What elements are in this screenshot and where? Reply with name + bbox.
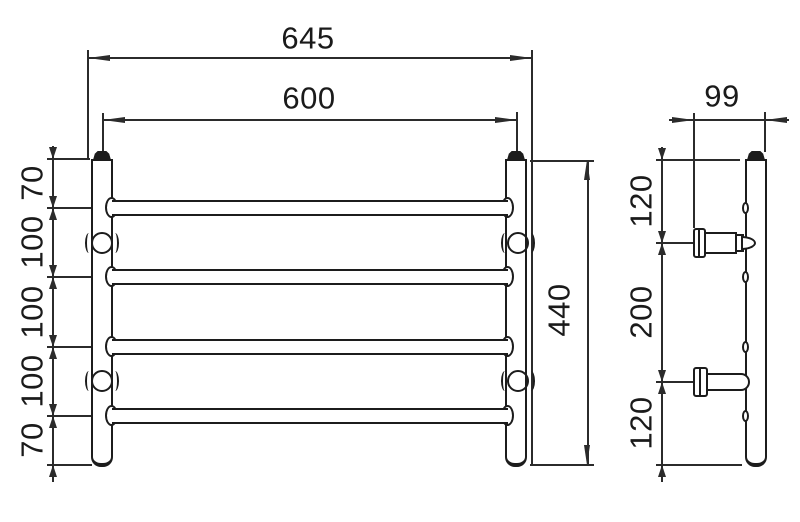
dim-height-arrow-top (584, 160, 590, 180)
chain-front-arrow (49, 208, 57, 220)
chain-front-arrow (49, 196, 57, 208)
chain-side-stub (656, 242, 694, 244)
bracket-arm (706, 373, 750, 391)
chain-front-stub (47, 276, 100, 278)
side-post (745, 159, 767, 467)
bracket-front-bottom-right (507, 370, 529, 392)
dim-rail-length-ext-right (516, 112, 518, 153)
side-post-cap (747, 151, 765, 160)
chain-side-label-120-top: 120 (623, 174, 659, 228)
bracket-arc (501, 233, 509, 253)
bracket-arc (501, 371, 509, 391)
chain-front-arrow (49, 416, 57, 428)
bracket-flange-line (699, 369, 701, 395)
dim-rail-length-arrow-left (103, 117, 125, 123)
dim-overall-width-ext-right (531, 50, 533, 465)
dim-overall-width-arrow-left (88, 55, 110, 61)
chain-side-arrow (658, 370, 666, 382)
side-bar3-end (742, 341, 749, 353)
dim-height-ext-bottom (530, 464, 594, 466)
chain-front-stub (47, 158, 90, 160)
chain-side-arrow (658, 231, 666, 243)
bracket-flange-line (698, 230, 700, 256)
chain-side-label-200: 200 (623, 285, 659, 339)
chain-front-label-70-top: 70 (14, 165, 50, 201)
bracket-body (704, 232, 737, 254)
chain-front-arrow (49, 335, 57, 347)
chain-side-stub (656, 381, 694, 383)
dim-overall-width-line (88, 57, 532, 59)
dim-overall-width-ext-left (87, 50, 89, 160)
bracket-arc (111, 371, 119, 391)
dim-height-arrow-bottom (584, 445, 590, 465)
chain-front-arrow (49, 277, 57, 289)
dim-depth-label: 99 (704, 78, 740, 114)
front-left-post-cap (93, 151, 111, 160)
dim-depth-arrow-right (765, 117, 787, 123)
chain-front-line (52, 146, 54, 482)
dim-height-line (587, 160, 589, 465)
chain-front-label-70-bottom: 70 (14, 422, 50, 458)
bar3 (112, 339, 508, 355)
chain-side-arrow (658, 243, 666, 255)
dim-depth-line (669, 119, 789, 121)
front-right-post-cap (507, 151, 525, 160)
chain-front-arrow (49, 404, 57, 416)
side-bar2-end (742, 271, 749, 283)
bracket-front-top-left (91, 232, 113, 254)
dim-rail-length-arrow-right (495, 117, 517, 123)
bar1 (112, 200, 508, 216)
dim-depth-ext-left (693, 113, 695, 228)
chain-front-label-100-c: 100 (14, 354, 50, 408)
bracket-dome (741, 236, 756, 250)
bracket-arc (527, 371, 535, 391)
bracket-arc (85, 371, 93, 391)
chain-front-label-100-b: 100 (14, 285, 50, 339)
bracket-arc (85, 233, 93, 253)
bracket-front-bottom-left (91, 370, 113, 392)
chain-front-stub (47, 207, 100, 209)
bracket-arc (527, 233, 535, 253)
chain-side-arrow (658, 382, 666, 394)
chain-side-stub (656, 464, 742, 466)
dim-overall-width-label: 645 (281, 20, 335, 56)
chain-front-arrow (49, 347, 57, 359)
chain-side-label-120-bottom: 120 (623, 396, 659, 450)
chain-side-stub (656, 159, 740, 161)
dim-depth-arrow-left (672, 117, 694, 123)
dim-height-ext-top (530, 160, 594, 162)
chain-front-label-100-a: 100 (14, 215, 50, 269)
chain-side-arrow (658, 465, 666, 477)
chain-front-stub (47, 346, 100, 348)
chain-side-arrow (658, 148, 666, 160)
dim-rail-length-label: 600 (282, 80, 336, 116)
dim-rail-length-ext-left (102, 113, 104, 157)
chain-front-arrow (49, 147, 57, 159)
side-bar1-end (742, 202, 749, 214)
chain-front-stub (47, 464, 92, 466)
dim-depth-ext-right (764, 112, 766, 152)
chain-front-arrow (49, 265, 57, 277)
chain-front-stub (47, 415, 100, 417)
chain-front-arrow (49, 465, 57, 477)
dim-rail-length-line (103, 119, 517, 121)
bar4 (112, 408, 508, 424)
bracket-front-top-right (507, 232, 529, 254)
bar2 (112, 269, 508, 285)
dim-overall-width-arrow-right (510, 55, 532, 61)
side-bar4-end (742, 410, 749, 422)
dim-height-label: 440 (541, 283, 577, 337)
chain-side-line (661, 147, 663, 482)
bracket-arc (111, 233, 119, 253)
